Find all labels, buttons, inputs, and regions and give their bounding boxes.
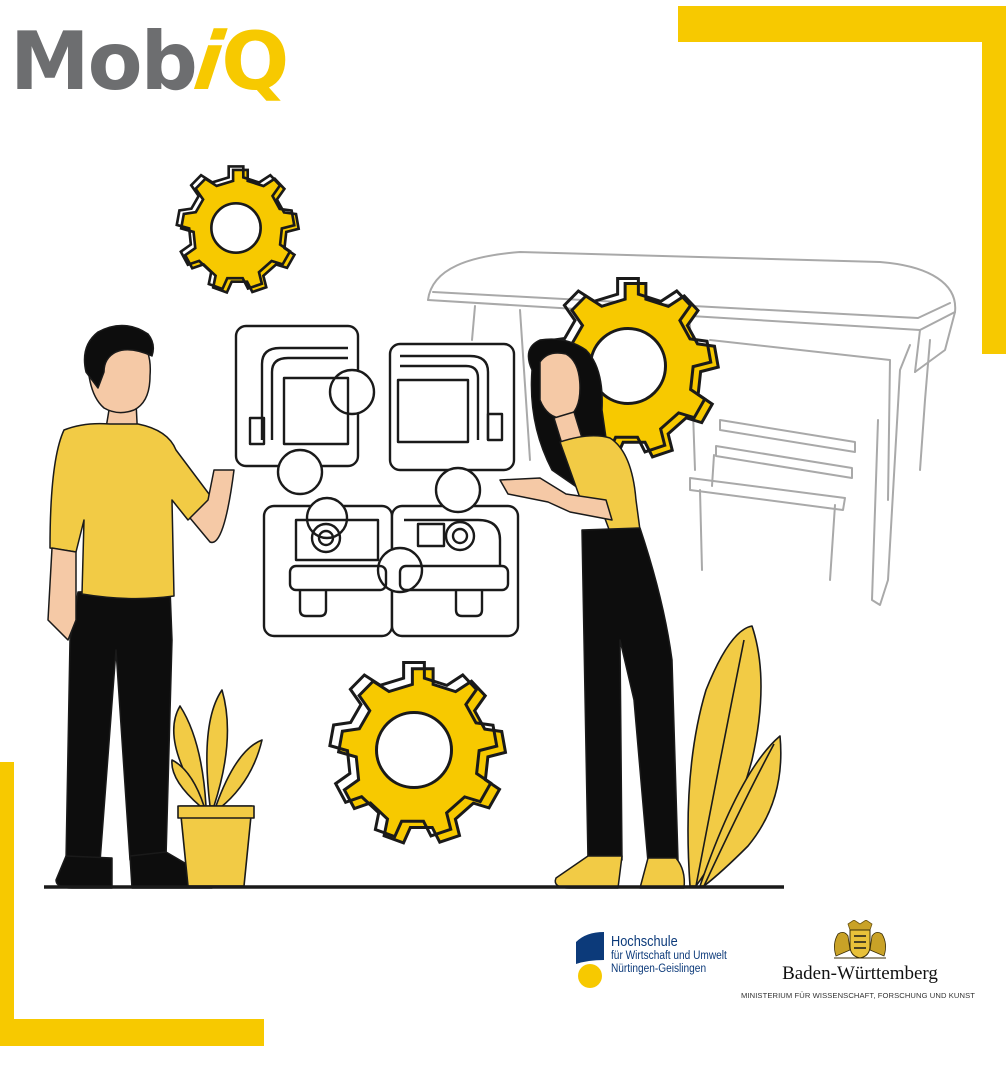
university-line-2: für Wirtschaft und Umwelt (611, 950, 727, 962)
coat-of-arms-icon (834, 920, 886, 959)
puzzle-bus-icon (234, 324, 520, 638)
university-logo-icon (576, 932, 604, 988)
frame-bar-left (0, 762, 14, 1046)
mobiq-logo: MobiQ (10, 15, 289, 108)
woman-figure (499, 338, 686, 889)
frame-bar-top-right (678, 6, 1006, 42)
gear-icon-bottom (328, 661, 507, 845)
university-name: Hochschule für Wirtschaft und Umwelt Nür… (611, 934, 727, 976)
ministry-name: MINISTERIUM FÜR WISSENSCHAFT, FORSCHUNG … (741, 991, 975, 1000)
gear-icon-top (175, 165, 300, 294)
plant-icon-right (687, 625, 782, 887)
frame-bar-right (982, 6, 1006, 354)
logo-text-q: Q (221, 15, 289, 108)
frame-bar-bottom-left (0, 1019, 264, 1046)
logo-text-mob: Mob (10, 15, 198, 108)
university-line-1: Hochschule (611, 934, 678, 950)
university-line-3: Nürtingen-Geislingen (611, 963, 707, 975)
plant-icon-left (171, 689, 263, 887)
state-name: Baden-Württemberg (782, 963, 938, 984)
